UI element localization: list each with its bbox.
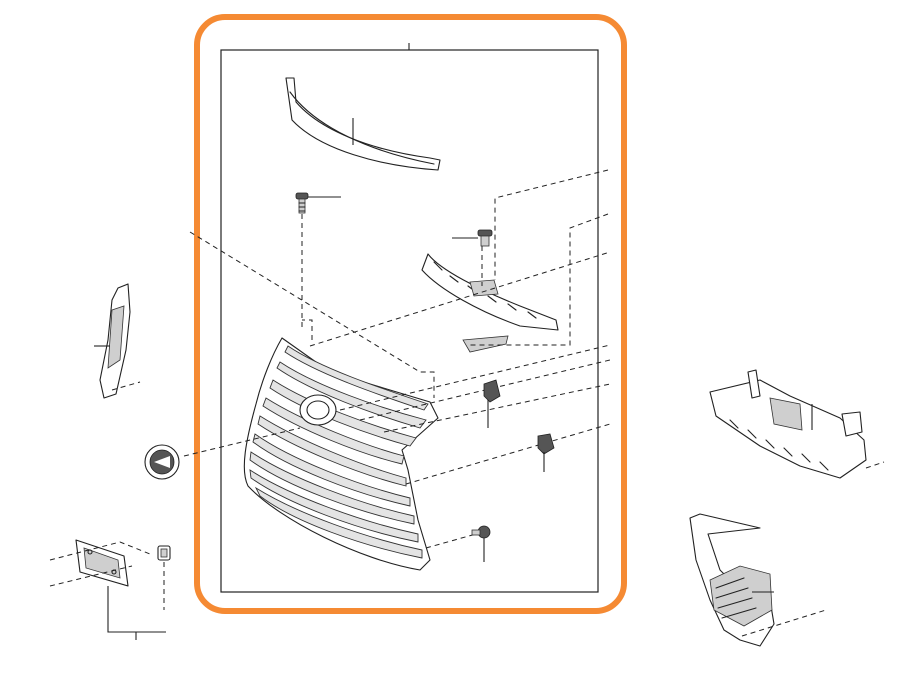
lower-support[interactable] bbox=[709, 369, 867, 479]
grille-emblem-icon bbox=[299, 394, 337, 426]
license-plate-bracket[interactable] bbox=[75, 539, 129, 587]
highlight-frame bbox=[194, 14, 627, 614]
grille-bracket[interactable] bbox=[421, 253, 559, 331]
screw-icon[interactable] bbox=[471, 525, 491, 539]
bracket-clip[interactable] bbox=[462, 335, 509, 353]
air-guide[interactable] bbox=[689, 513, 775, 647]
clip-icon[interactable] bbox=[483, 379, 501, 403]
radiator-grille[interactable] bbox=[243, 337, 439, 571]
upper-molding[interactable] bbox=[285, 77, 441, 171]
nut-icon[interactable] bbox=[157, 545, 171, 561]
bolt-icon[interactable] bbox=[477, 229, 493, 247]
side-seal[interactable] bbox=[99, 283, 131, 399]
emblem-icon[interactable] bbox=[144, 444, 180, 480]
screw-icon[interactable] bbox=[295, 192, 309, 214]
clip-icon[interactable] bbox=[537, 433, 555, 455]
